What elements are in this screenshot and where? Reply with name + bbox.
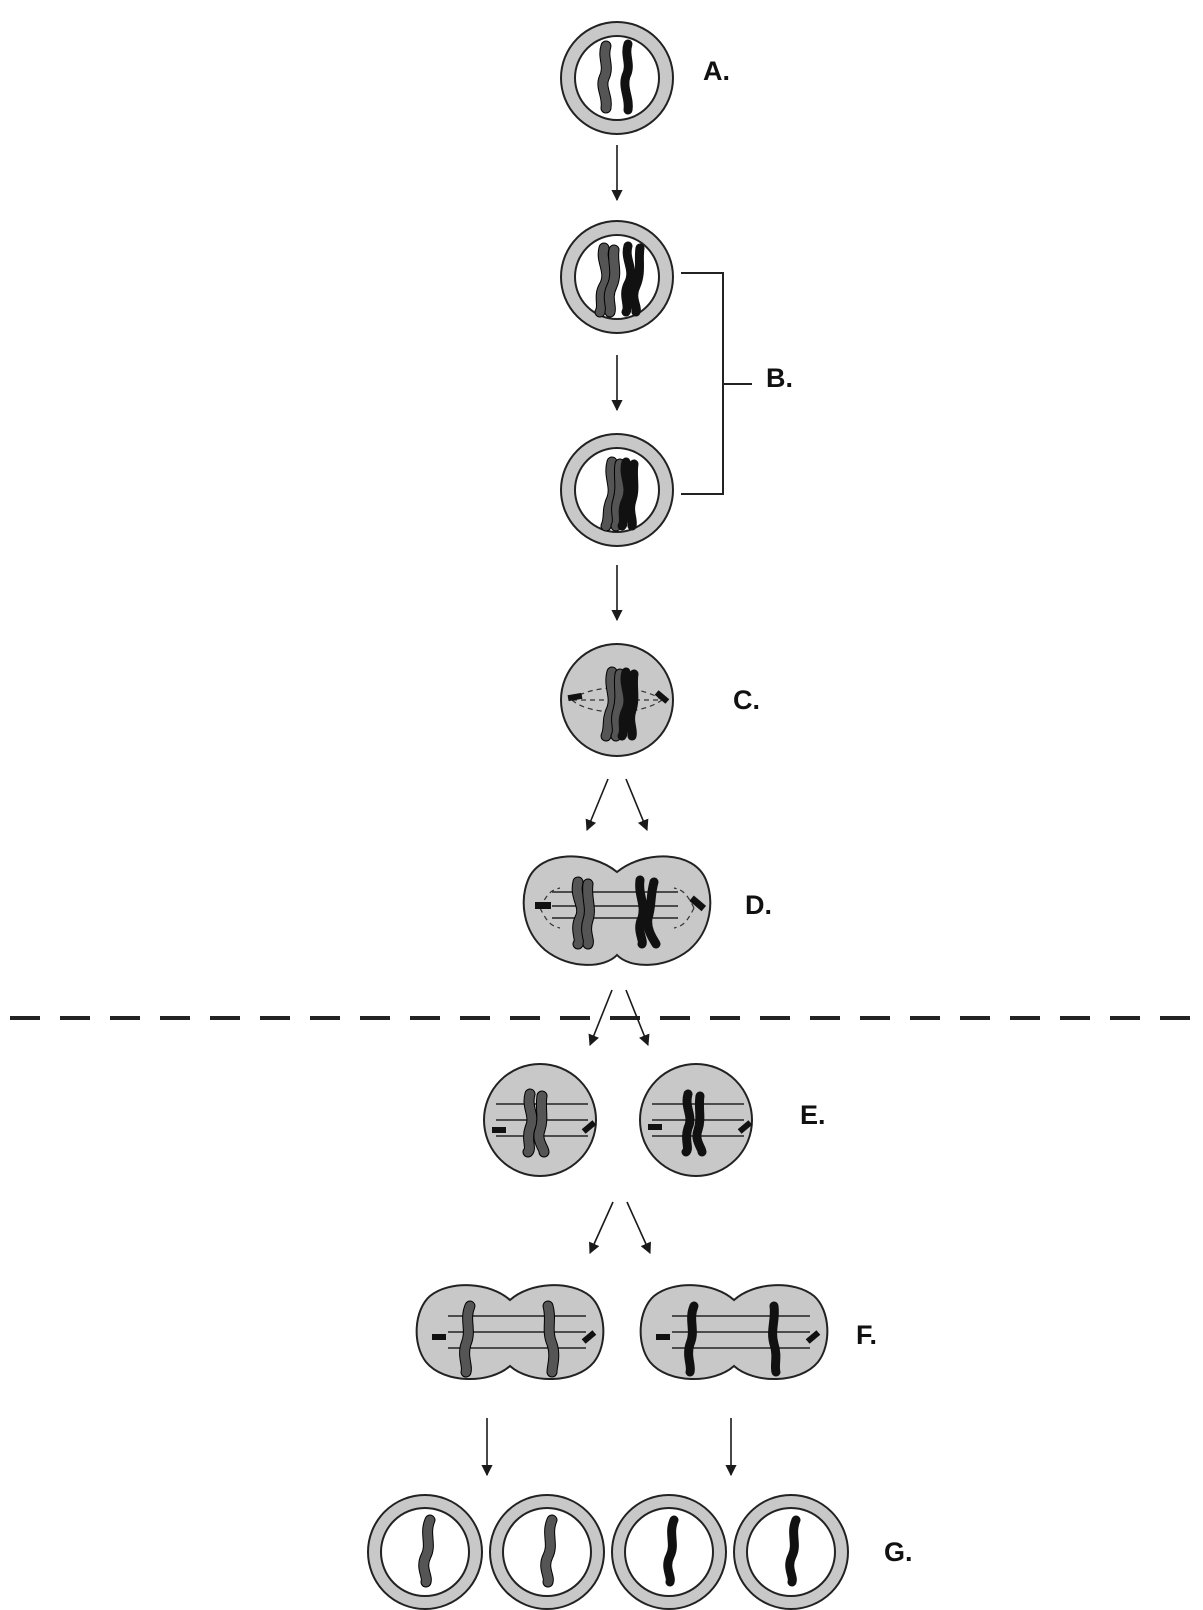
gamete-2-chromosome-gray <box>541 1515 557 1587</box>
stage-a-chromosome-black <box>620 39 633 115</box>
stage-b1-chromosome-gray <box>594 242 621 318</box>
stage-e-cell-left <box>483 1063 597 1177</box>
stage-b1-chromosome-black <box>621 241 645 317</box>
stage-d-chromosome-black <box>635 875 661 949</box>
stage-e-left-chromosome-gray <box>522 1088 550 1158</box>
stage-g-cell-3 <box>611 1494 727 1610</box>
stage-e-right-chromosome-black <box>681 1089 707 1157</box>
stage-b2-chromosome-gray <box>600 456 626 532</box>
arrow-d-to-e-right <box>625 989 650 1047</box>
stage-c-cell <box>560 643 674 757</box>
stage-c-chromosome-black <box>617 667 639 741</box>
stage-d-chromosome-gray <box>571 876 595 950</box>
stage-g-cell-1 <box>367 1494 483 1610</box>
centriole-right <box>654 690 670 704</box>
arrow-e-to-f-left <box>589 1201 614 1255</box>
centriole-left <box>535 902 551 909</box>
centriole-right <box>581 1120 597 1134</box>
centriole-left <box>492 1127 506 1133</box>
gamete-4-chromosome-black <box>785 1515 801 1587</box>
label-e: E. <box>800 1100 826 1130</box>
arrow-d-to-e-left <box>588 989 613 1047</box>
stage-f-left-chromatid-gray-1 <box>459 1300 476 1378</box>
label-g: G. <box>884 1537 913 1567</box>
stage-b-bracket <box>681 272 752 495</box>
centriole-left <box>567 692 583 702</box>
stage-d-cell <box>522 855 712 966</box>
stage-g-cell-4 <box>733 1494 849 1610</box>
stage-c-chromosome-gray <box>600 666 626 742</box>
arrow-e-to-f-right <box>626 1201 651 1255</box>
stage-f-left-chromatid-gray-2 <box>542 1300 560 1378</box>
centriole-right <box>737 1120 753 1134</box>
stage-a-chromosome-gray <box>597 40 612 114</box>
label-f: F. <box>856 1320 877 1350</box>
stage-f-cell-right <box>639 1284 829 1381</box>
gamete-3-chromosome-black <box>663 1515 679 1587</box>
stage-b2-chromosome-black <box>617 457 639 531</box>
stage-f-right-chromatid-black-2 <box>768 1301 781 1377</box>
stage-a-cell <box>560 21 674 135</box>
stage-b-cell-2 <box>560 433 674 547</box>
arrow-c-to-d-left <box>585 778 609 832</box>
centriole-right <box>805 1330 821 1344</box>
centriole-left <box>648 1124 662 1130</box>
stage-e-cell-right <box>639 1063 753 1177</box>
centriole-left <box>432 1334 446 1340</box>
centriole-right <box>581 1330 597 1344</box>
stage-f-right-chromatid-black-1 <box>684 1301 699 1377</box>
centriole-left <box>656 1334 670 1340</box>
label-b: B. <box>766 363 793 393</box>
label-d: D. <box>745 890 772 920</box>
label-a: A. <box>703 56 730 86</box>
stage-g-cell-2 <box>489 1494 605 1610</box>
gamete-1-chromosome-gray <box>419 1515 435 1587</box>
arrow-c-to-d-right <box>625 778 649 832</box>
stage-b-cell-1 <box>560 220 674 334</box>
centriole-right <box>689 895 707 912</box>
label-c: C. <box>733 685 760 715</box>
stage-f-cell-left <box>415 1284 605 1381</box>
